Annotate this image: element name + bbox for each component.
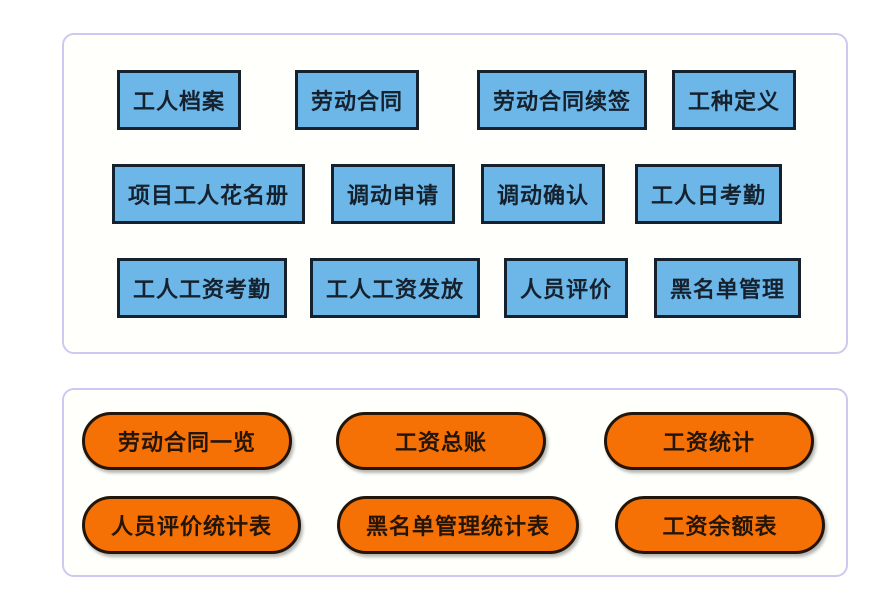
module-button-1-3[interactable]: 劳动合同续签 bbox=[477, 69, 648, 130]
report-button-1-3[interactable]: 工资统计 bbox=[604, 411, 814, 470]
reports-row-1: 劳动合同一览工资总账工资统计 bbox=[64, 399, 846, 483]
reports-row-2: 人员评价统计表黑名单管理统计表工资余额表 bbox=[64, 483, 846, 567]
report-button-2-3[interactable]: 工资余额表 bbox=[615, 495, 826, 554]
module-button-3-3[interactable]: 人员评价 bbox=[504, 257, 629, 318]
report-button-1-1[interactable]: 劳动合同一览 bbox=[82, 411, 292, 470]
module-button-1-1[interactable]: 工人档案 bbox=[117, 69, 242, 130]
module-button-2-4[interactable]: 工人日考勤 bbox=[635, 163, 783, 224]
report-button-1-2[interactable]: 工资总账 bbox=[336, 411, 546, 470]
module-button-1-2[interactable]: 劳动合同 bbox=[295, 69, 420, 130]
report-button-2-1[interactable]: 人员评价统计表 bbox=[82, 495, 302, 554]
module-button-2-2[interactable]: 调动申请 bbox=[331, 163, 456, 224]
module-panel: 工人档案劳动合同劳动合同续签工种定义项目工人花名册调动申请调动确认工人日考勤工人… bbox=[62, 33, 848, 354]
module-button-3-4[interactable]: 黑名单管理 bbox=[654, 257, 802, 318]
report-panel: 劳动合同一览工资总账工资统计人员评价统计表黑名单管理统计表工资余额表 bbox=[62, 388, 848, 577]
module-button-1-4[interactable]: 工种定义 bbox=[672, 69, 797, 130]
report-panel-rows: 劳动合同一览工资总账工资统计人员评价统计表黑名单管理统计表工资余额表 bbox=[64, 390, 846, 575]
modules-row-1: 工人档案劳动合同劳动合同续签工种定义 bbox=[64, 53, 846, 147]
module-button-2-3[interactable]: 调动确认 bbox=[481, 163, 606, 224]
modules-row-3: 工人工资考勤工人工资发放人员评价黑名单管理 bbox=[64, 241, 846, 335]
module-button-3-1[interactable]: 工人工资考勤 bbox=[117, 257, 288, 318]
report-button-2-2[interactable]: 黑名单管理统计表 bbox=[337, 495, 580, 554]
module-panel-rows: 工人档案劳动合同劳动合同续签工种定义项目工人花名册调动申请调动确认工人日考勤工人… bbox=[64, 35, 846, 352]
modules-row-2: 项目工人花名册调动申请调动确认工人日考勤 bbox=[64, 147, 846, 241]
module-button-2-1[interactable]: 项目工人花名册 bbox=[112, 163, 306, 224]
module-button-3-2[interactable]: 工人工资发放 bbox=[310, 257, 481, 318]
